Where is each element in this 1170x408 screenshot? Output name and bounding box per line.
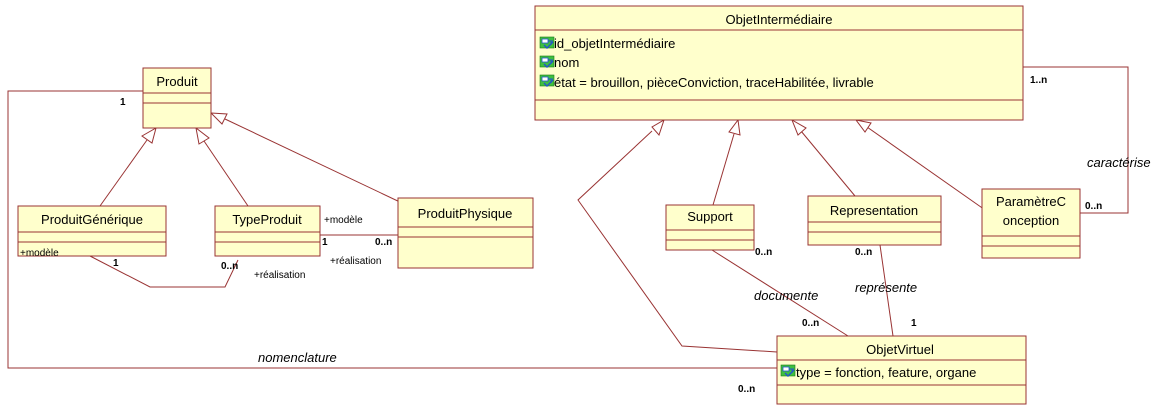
generalization-support-objetintermediaire (712, 118, 741, 206)
class-typeproduit[interactable]: TypeProduit (214, 205, 321, 257)
multiplicity-objetvirtuel: 0..n (738, 384, 755, 395)
class-name: ObjetVirtuel (866, 342, 934, 357)
role-modele: +modèle (20, 248, 59, 259)
attribute-icon (539, 36, 555, 49)
class-produitgenerique[interactable]: ProduitGénérique (17, 205, 167, 257)
class-name: Support (687, 209, 733, 224)
attribute: type = fonction, feature, organe (796, 365, 976, 380)
association-modele-generique (89, 255, 239, 288)
generalization-objetvirtuel-objetintermediaire (577, 118, 778, 353)
multiplicity-objetintermediaire: 1..n (1030, 75, 1047, 86)
class-name: ProduitGénérique (41, 212, 143, 227)
role-realisation: +réalisation (254, 270, 305, 281)
attribute-icon (780, 364, 796, 377)
class-name: TypeProduit (232, 212, 302, 227)
class-name-line2: onception (1003, 213, 1059, 228)
multiplicity-parametreconception: 0..n (1085, 201, 1102, 212)
class-name: Produit (156, 74, 198, 89)
attribute-icon (539, 74, 555, 87)
multiplicity-representation: 0..n (855, 247, 872, 258)
multiplicity-produitgenerique: 1 (113, 258, 119, 269)
class-parametreconception[interactable]: ParamètreC onception (981, 188, 1081, 259)
class-objetintermediaire[interactable]: ObjetIntermédiaire id_objetIntermédiaire… (534, 5, 1024, 121)
multiplicity-support: 0..n (755, 247, 772, 258)
association-nomenclature (7, 90, 777, 369)
generalization-parametre-objetintermediaire (854, 119, 989, 213)
class-name-line1: ParamètreC (996, 194, 1066, 209)
multiplicity-typeproduit: 0..n (221, 261, 238, 272)
attribute: nom (554, 55, 579, 70)
attribute: état = brouillon, pièceConviction, trace… (554, 75, 874, 90)
multiplicity-typeproduit: 1 (322, 237, 328, 248)
multiplicity-produitphysique: 0..n (375, 237, 392, 248)
role-modele: +modèle (324, 215, 363, 226)
association-name-represente: représente (855, 280, 917, 295)
association-represente (879, 244, 894, 337)
class-support[interactable]: Support (665, 204, 755, 251)
class-objetvirtuel[interactable]: ObjetVirtuel type = fonction, feature, o… (776, 335, 1027, 405)
generalization-produitgenerique-produit (99, 126, 157, 207)
class-produitphysique[interactable]: ProduitPhysique (397, 197, 534, 269)
class-name: ObjetIntermédiaire (726, 12, 833, 27)
class-produit[interactable]: Produit (142, 67, 212, 129)
association-name-caracterise: caractérise (1087, 155, 1151, 170)
attribute-icon (539, 55, 555, 68)
multiplicity-objetvirtuel-represente: 1 (911, 318, 917, 329)
role-realisation: +réalisation (330, 256, 381, 267)
class-name: ProduitPhysique (418, 206, 513, 221)
class-representation[interactable]: Representation (807, 195, 942, 246)
association-documente (711, 249, 849, 337)
multiplicity-objetvirtuel-documente: 0..n (802, 318, 819, 329)
association-name-documente: documente (754, 288, 818, 303)
class-name: Representation (830, 203, 918, 218)
multiplicity-produit: 1 (120, 97, 126, 108)
association-caracterise (1023, 66, 1129, 214)
generalization-typeproduit-produit (195, 126, 249, 207)
generalization-produitphysique-produit (209, 112, 403, 204)
attribute: id_objetIntermédiaire (554, 36, 675, 51)
association-name-nomenclature: nomenclature (258, 350, 337, 365)
generalization-representation-objetintermediaire (791, 118, 856, 197)
